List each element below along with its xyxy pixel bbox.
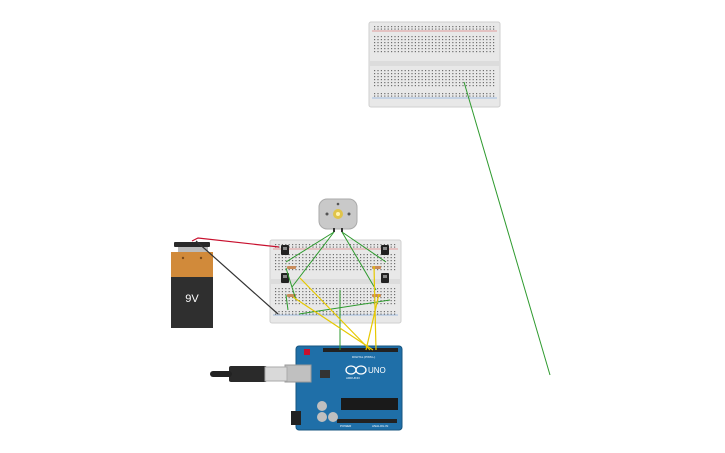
wire-red-battery[interactable] [191,237,280,248]
wire-yellow-1[interactable] [299,277,371,351]
breadboard-main-holes [275,244,396,315]
transistor-2[interactable] [381,245,389,255]
power-header-label: POWER [340,424,352,428]
arduino-infinity-logo [345,365,367,375]
arduino-logo-label: ARDUINO [346,376,361,380]
digital-header-label: DIGITAL (PWM~) [352,355,375,359]
resistor-4[interactable] [372,294,381,297]
wire-green-1[interactable] [285,231,335,263]
resistor-3[interactable] [287,294,296,297]
usb-cable[interactable] [210,366,288,382]
dc-motor[interactable] [318,198,358,232]
wire-green-3[interactable] [341,231,387,263]
arduino-brand: UNO [368,366,386,375]
wire-yellow-4[interactable] [365,293,380,351]
wire-green-2[interactable] [291,231,335,288]
wire-green-long[interactable] [463,81,551,376]
transistor-3[interactable] [281,273,289,283]
transistor-1[interactable] [281,245,289,255]
wire-yellow-2[interactable] [292,296,374,351]
arduino-uno[interactable]: UNO ARDUINO DIGITAL (PWM~) POWER ANALOG … [284,345,403,431]
wires [191,81,551,376]
transistor-4[interactable] [381,273,389,283]
breadboard-top-holes [374,26,495,97]
analog-header-label: ANALOG IN [372,424,388,428]
breadboard-main[interactable] [269,239,402,324]
battery-9v[interactable]: 9V [171,242,213,328]
wire-black-battery[interactable] [195,240,279,315]
resistor-2[interactable] [372,266,381,269]
resistor-1[interactable] [287,266,296,269]
breadboard-top[interactable] [368,21,501,108]
battery-label: 9V [185,293,199,305]
wire-green-8[interactable] [285,294,289,311]
wire-green-4[interactable] [341,231,377,291]
wire-yellow-3[interactable] [373,265,377,351]
wire-green-5[interactable] [285,267,297,301]
